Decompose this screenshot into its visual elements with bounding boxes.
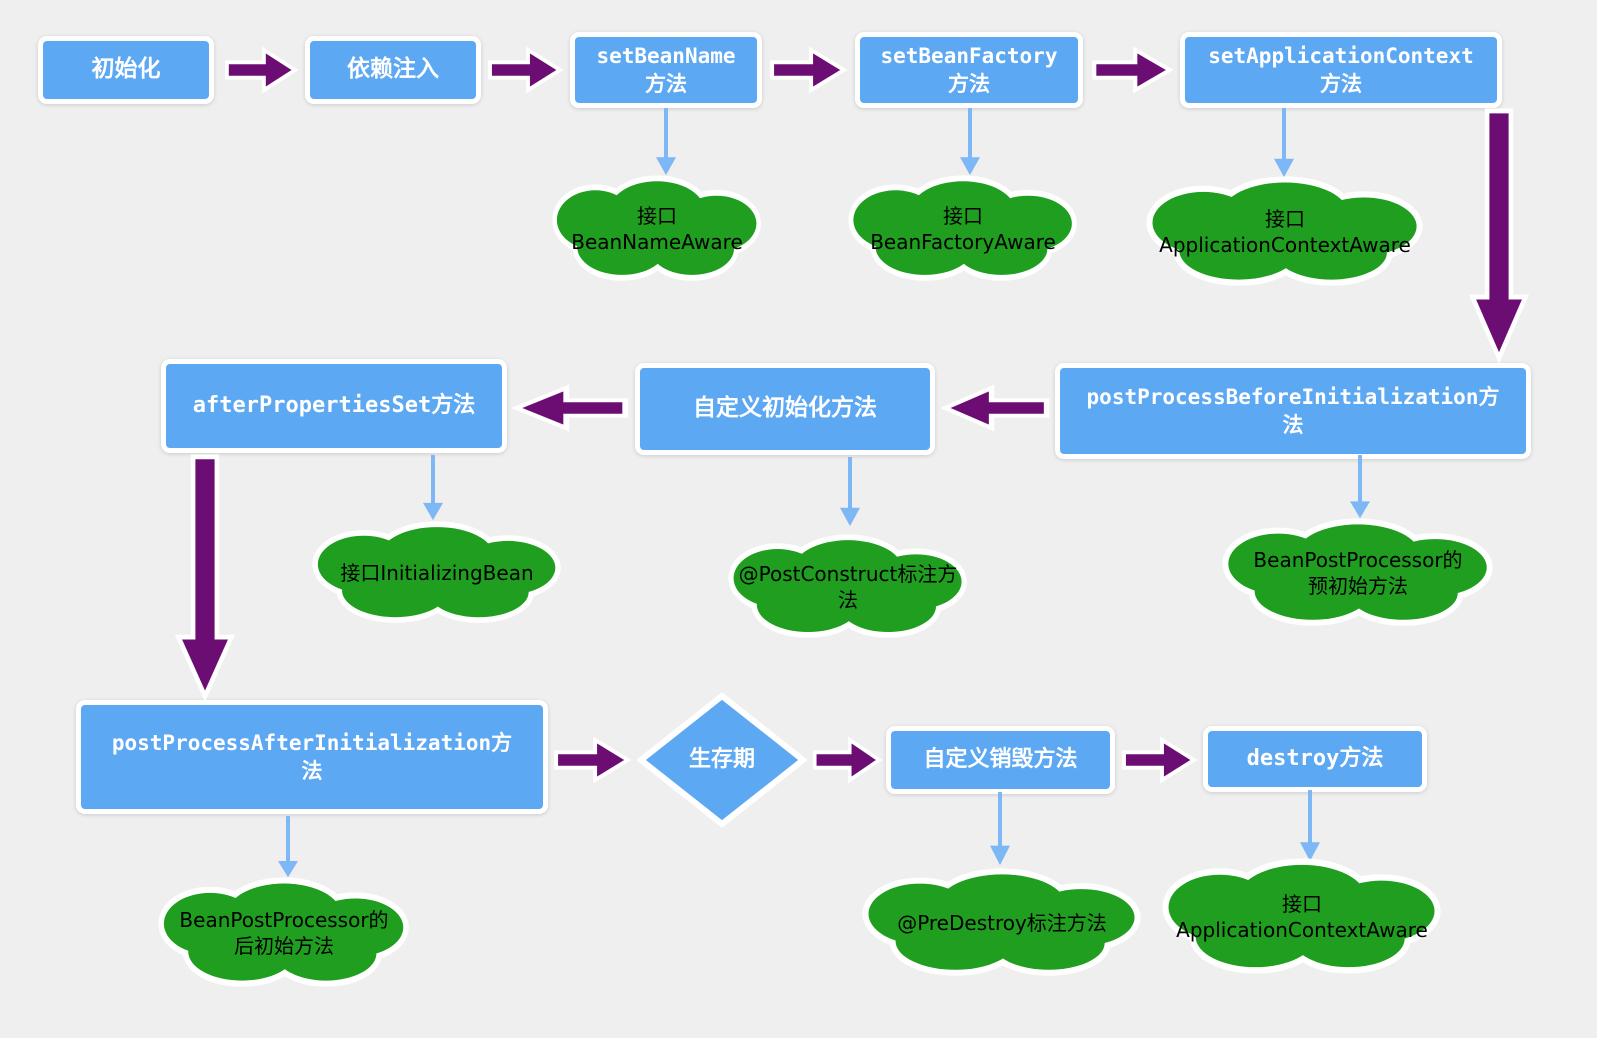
node-set-bean-name-box: setBeanName 方法 [570,32,762,108]
cloud-shape-icon [1222,518,1494,628]
node-lifetime-diamond: 生存期 [637,692,807,828]
cloud-shape-icon [552,175,762,283]
node-post-process-after-initialization-box: postProcessAfterInitialization方 法 [76,700,548,814]
cloud-initializing-bean-label: 接口InitializingBean [340,561,534,585]
link-arrow-down-icon [838,457,862,527]
node-after-properties-set-box: afterPropertiesSet方法 [161,359,507,453]
cloud-shape-icon [862,868,1142,978]
node-custom-init-box: 自定义初始化方法 [635,363,935,455]
cloud-application-context-aware-destroy: 接口 ApplicationContextAware [1162,858,1442,976]
flow-arrow-right-icon [769,43,847,97]
node-set-bean-factory-label: setBeanFactory 方法 [880,43,1058,96]
cloud-pre-destroy: @PreDestroy标注方法 [862,868,1142,978]
node-init-label: 初始化 [91,56,161,83]
cloud-bean-factory-aware-label: 接口 BeanFactoryAware [870,204,1056,254]
cloud-pre-destroy-label: @PreDestroy标注方法 [897,911,1107,935]
flow-arrow-left-icon [512,381,630,435]
node-dependency-injection-label: 依赖注入 [347,56,439,83]
link-arrow-down-icon [1272,108,1296,178]
node-post-process-after-initialization-label: postProcessAfterInitialization方 法 [111,730,513,783]
flow-arrow-left-icon [941,381,1051,435]
node-set-application-context-label: setApplicationContext 方法 [1208,43,1474,96]
cloud-bean-post-processor-post-label: BeanPostProcessor的 后初始方法 [179,908,389,958]
link-arrow-down-icon [276,816,300,878]
node-set-bean-name-label: setBeanName 方法 [596,43,736,96]
flow-arrow-right-icon [553,733,631,787]
flow-arrow-right-icon [1121,733,1197,787]
cloud-bean-post-processor-post: BeanPostProcessor的 后初始方法 [158,877,410,989]
link-arrow-down-icon [958,108,982,176]
cloud-application-context-aware-destroy-label: 接口 ApplicationContextAware [1176,892,1428,942]
flow-arrow-right-icon [812,733,882,787]
node-post-process-before-initialization-label: postProcessBeforeInitialization方 法 [1086,384,1500,437]
cloud-shape-icon [312,521,562,625]
flow-arrow-down-icon [173,454,237,702]
node-custom-init-label: 自定义初始化方法 [693,395,877,422]
node-init-box: 初始化 [38,36,214,104]
link-arrow-down-icon [1348,455,1372,519]
cloud-post-construct-label: @PostConstruct标注方 法 [738,562,958,612]
node-destroy-label: destroy方法 [1246,746,1384,772]
flow-arrow-down-icon [1467,108,1531,364]
cloud-shape-icon [1146,176,1424,288]
node-lifetime-label: 生存期 [688,747,755,773]
cloud-bean-name-aware: 接口 BeanNameAware [552,175,762,283]
cloud-shape-icon [158,877,410,989]
diamond-shape-icon [637,692,807,828]
node-after-properties-set-label: afterPropertiesSet方法 [192,393,476,419]
node-set-bean-factory-box: setBeanFactory 方法 [855,32,1083,108]
node-destroy-box: destroy方法 [1203,726,1427,792]
link-arrow-down-icon [654,108,678,176]
cloud-bean-factory-aware: 接口 BeanFactoryAware [848,175,1078,283]
node-set-application-context-box: setApplicationContext 方法 [1180,32,1502,108]
cloud-initializing-bean: 接口InitializingBean [312,521,562,625]
cloud-bean-post-processor-pre: BeanPostProcessor的 预初始方法 [1222,518,1494,628]
node-dependency-injection-box: 依赖注入 [305,36,481,104]
node-post-process-before-initialization-box: postProcessBeforeInitialization方 法 [1055,363,1531,459]
cloud-application-context-aware: 接口 ApplicationContextAware [1146,176,1424,288]
node-custom-destroy-box: 自定义销毁方法 [886,726,1115,794]
cloud-bean-name-aware-label: 接口 BeanNameAware [571,204,743,254]
node-custom-destroy-label: 自定义销毁方法 [923,747,1078,773]
flow-arrow-right-icon [224,43,298,97]
cloud-application-context-aware-label: 接口 ApplicationContextAware [1159,207,1411,257]
flow-arrow-right-icon [1091,43,1173,97]
cloud-shape-icon [848,175,1078,283]
cloud-shape-icon [1162,858,1442,976]
cloud-shape-icon [728,534,968,640]
link-arrow-down-icon [1298,790,1322,862]
link-arrow-down-icon [421,455,445,521]
cloud-post-construct: @PostConstruct标注方 法 [728,534,968,640]
link-arrow-down-icon [988,792,1012,866]
cloud-bean-post-processor-pre-label: BeanPostProcessor的 预初始方法 [1253,548,1463,598]
flow-arrow-right-icon [487,43,563,97]
